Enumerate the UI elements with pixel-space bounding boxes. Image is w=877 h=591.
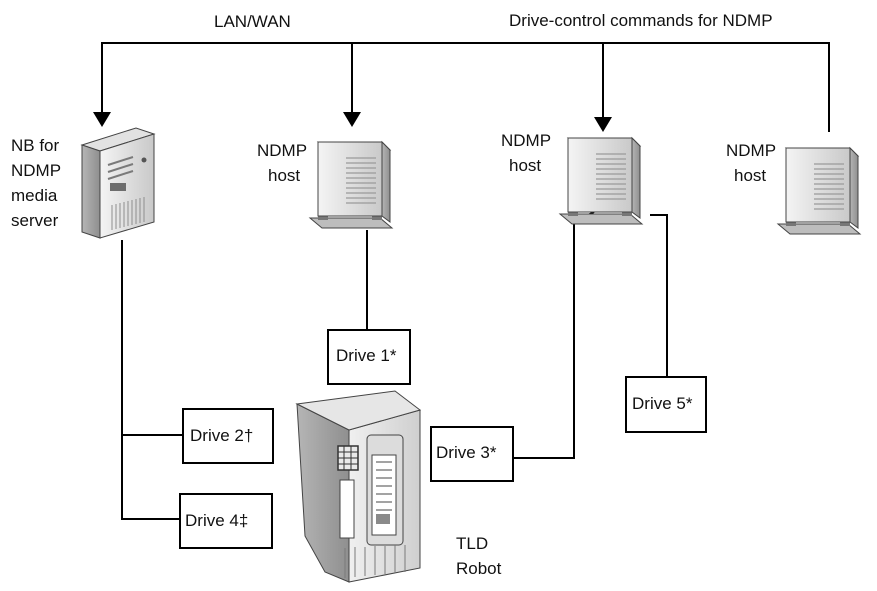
arrowheads xyxy=(93,112,612,132)
media-server-label: NB for NDMP media server xyxy=(11,136,61,230)
media-server-tower xyxy=(80,127,156,239)
media-server-label-line: server xyxy=(11,211,59,230)
tld-robot xyxy=(295,390,422,583)
drive-4-label: Drive 4‡ xyxy=(185,511,248,530)
ndmp-host-1-label: NDMP host xyxy=(257,141,307,185)
arrow-to-ndmp-host-1 xyxy=(343,112,361,127)
drive-3-box xyxy=(430,426,514,482)
media-server-label-line: NDMP xyxy=(11,161,61,180)
drive-5-label: Drive 5* xyxy=(632,394,693,413)
ndmp-host-label-line: host xyxy=(509,156,541,175)
ndmp-host-2-label: NDMP host xyxy=(501,131,551,175)
ndmp-host-label-line: NDMP xyxy=(726,141,776,160)
ndmp-host-label-line: NDMP xyxy=(501,131,551,150)
drive-control-commands-label: Drive-control commands for NDMP xyxy=(509,11,773,30)
ndmp-host-2-tower xyxy=(559,137,643,225)
robot-label-line: Robot xyxy=(456,559,502,578)
drive-5-box xyxy=(625,376,707,433)
robot-label-line: TLD xyxy=(456,534,488,553)
ndmp-host-3-label: NDMP host xyxy=(726,141,776,185)
drive-4-box xyxy=(179,493,273,549)
tld-robot-label: TLD Robot xyxy=(456,534,502,578)
drive-1-label: Drive 1* xyxy=(336,346,397,365)
lan-wan-label: LAN/WAN xyxy=(214,12,291,31)
lan-wan-bus xyxy=(101,42,830,132)
drive-2-label: Drive 2† xyxy=(190,426,253,445)
drive-3-label: Drive 3* xyxy=(436,443,497,462)
ndmp-host-3-tower xyxy=(777,147,861,235)
drive-2-box xyxy=(182,408,274,464)
ndmp-host-1-tower xyxy=(309,141,393,229)
media-server-label-line: NB for xyxy=(11,136,60,155)
arrow-to-ndmp-host-2 xyxy=(594,117,612,132)
drive-1-box xyxy=(327,329,411,385)
media-server-label-line: media xyxy=(11,186,58,205)
arrow-to-media-server xyxy=(93,112,111,127)
ndmp-host-label-line: host xyxy=(268,166,300,185)
ndmp-host-label-line: host xyxy=(734,166,766,185)
ndmp-host-label-line: NDMP xyxy=(257,141,307,160)
